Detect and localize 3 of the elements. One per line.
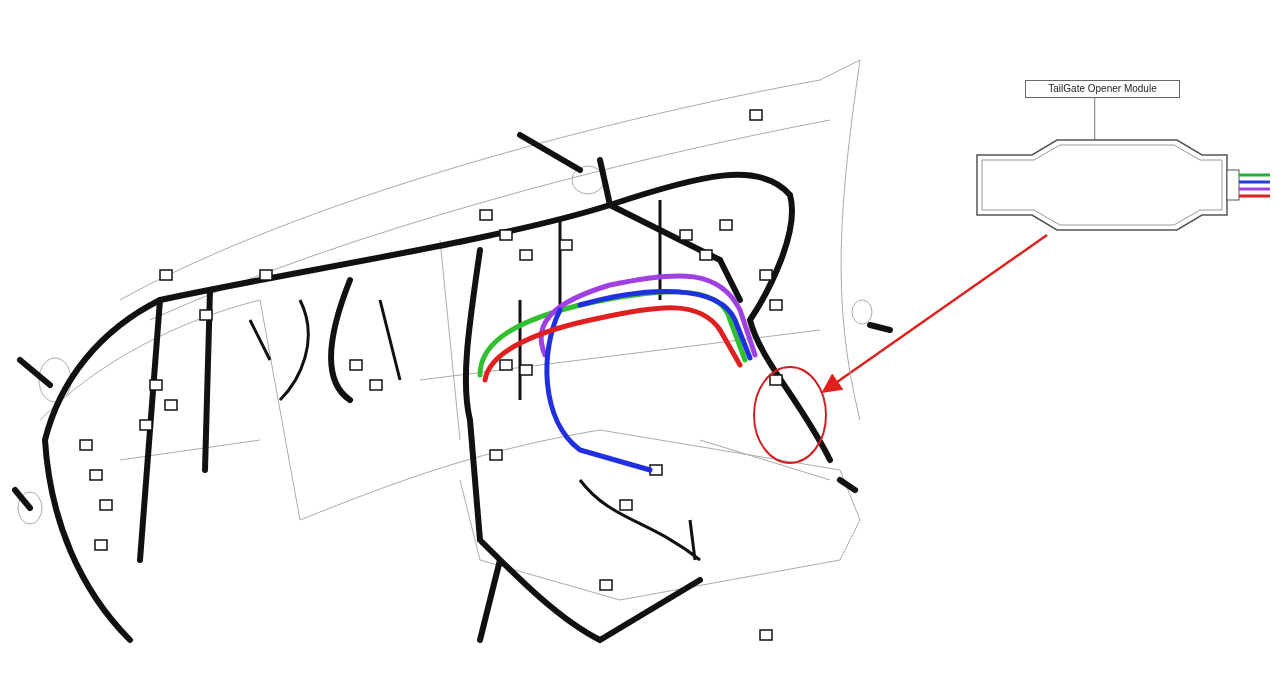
leader-line [1094, 97, 1096, 141]
arrow [821, 233, 1048, 393]
module-title-label: TailGate Opener Module [1025, 80, 1180, 98]
